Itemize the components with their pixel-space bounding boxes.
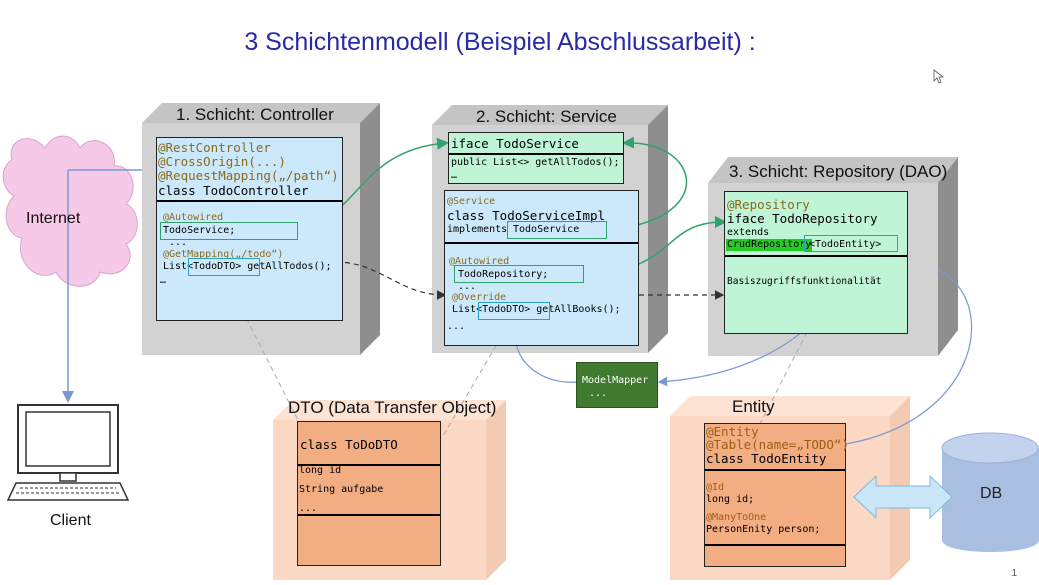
annotation-restcontroller: @RestController xyxy=(158,140,271,155)
dots: … xyxy=(451,170,458,181)
service-impl-box: @Service class TodoServiceImpl implement… xyxy=(444,190,639,346)
repository-layer-label: 3. Schicht: Repository (DAO) xyxy=(729,162,948,181)
entity-field-person: PersonEnity person; xyxy=(706,524,821,535)
service-layer-label: 2. Schicht: Service xyxy=(476,107,617,126)
highlight-dto-type xyxy=(188,258,260,276)
controller-layer-label: 1. Schicht: Controller xyxy=(176,105,334,124)
entity-field-id: long id; xyxy=(706,494,755,505)
service-field: TodoService; xyxy=(163,225,236,236)
internet-label: Internet xyxy=(26,210,81,227)
annotation-autowired: @Autowired xyxy=(163,212,224,223)
service-interface-method: public List<> getAllTodos(); xyxy=(451,157,620,168)
entity-db-arrow xyxy=(853,474,953,520)
annotation-entity: @Entity xyxy=(706,424,759,439)
service-impl-class-decl: class TodoServiceImpl xyxy=(447,208,606,223)
annotation-repository: @Repository xyxy=(727,197,810,212)
dots: … xyxy=(160,275,167,286)
dto-class-decl: class ToDoDTO xyxy=(300,437,398,452)
annotation-id: @Id xyxy=(706,482,725,493)
base-functionality: Basiszugriffsfunktionalität xyxy=(727,276,882,287)
annotation-requestmapping: @RequestMapping(„/path“) xyxy=(158,168,339,183)
annotation-override: @Override xyxy=(452,292,507,303)
repository-interface-decl: iface TodoRepository xyxy=(727,211,878,226)
modelmapper-box: ModelMapper ... xyxy=(576,362,658,408)
dots: ... xyxy=(458,281,477,292)
repository-field: TodoRepository; xyxy=(458,269,549,280)
entity-generic: <TodoEntity> xyxy=(809,239,882,250)
database-icon xyxy=(941,432,1039,552)
controller-code-box: @RestController @CrossOrigin(...) @Reque… xyxy=(156,137,343,321)
crudrepository-type: CrudRepository xyxy=(726,239,813,251)
modelmapper-name: ModelMapper xyxy=(582,375,649,386)
computer-icon xyxy=(6,404,130,501)
controller-class-decl: class TodoController xyxy=(158,183,309,198)
extends-keyword: extends xyxy=(727,227,770,238)
annotation-autowired: @Autowired xyxy=(449,256,510,267)
highlight-repository-field xyxy=(454,265,584,283)
dto-label: DTO (Data Transfer Object) xyxy=(288,398,497,417)
highlight-service-field xyxy=(160,222,298,240)
service-impl-method: List<TodoDTO> getAllBooks(); xyxy=(452,304,621,315)
dots: ... xyxy=(299,503,318,514)
dots: ... xyxy=(447,321,466,332)
annotation-service: @Service xyxy=(447,196,496,207)
dto-field-aufgabe: String aufgabe xyxy=(299,484,384,495)
annotation-crossorigin: @CrossOrigin(...) xyxy=(158,154,286,169)
client-label: Client xyxy=(50,512,91,529)
implements-target: TodoService xyxy=(513,224,580,235)
highlight-entity-generic xyxy=(804,235,898,252)
highlight-implements xyxy=(507,221,607,239)
db-label: DB xyxy=(980,485,1003,502)
entity-label: Entity xyxy=(732,397,775,416)
service-interface-box: iface TodoService public List<> getAllTo… xyxy=(448,132,624,184)
repository-code-box: @Repository iface TodoRepository extends… xyxy=(724,191,908,334)
annotation-manytoone: @ManyToOne xyxy=(706,512,767,523)
slide-title: 3 Schichtenmodell (Beispiel Abschlussarb… xyxy=(244,28,756,56)
controller-method: List<TodoDTO> getAllTodos(); xyxy=(163,261,332,272)
dots: ... xyxy=(169,237,188,248)
dots: ... xyxy=(589,388,608,399)
implements-keyword: implements xyxy=(447,224,508,235)
internet-cloud-icon xyxy=(2,135,138,287)
annotation-getmapping: @GetMapping(„/todo“) xyxy=(163,249,284,260)
mouse-cursor-icon xyxy=(933,69,945,84)
page-number: 1 xyxy=(1011,568,1017,579)
dto-field-id: long id xyxy=(299,465,342,476)
entity-class-decl: class TodoEntity xyxy=(706,451,827,466)
entity-code-box: @Entity @Table(name=„TODO“) class TodoEn… xyxy=(704,423,849,567)
annotation-table: @Table(name=„TODO“) xyxy=(706,437,849,452)
service-interface-decl: iface TodoService xyxy=(451,136,579,151)
highlight-dto-return xyxy=(478,302,550,320)
dto-code-box: class ToDoDTO long id String aufgabe ... xyxy=(297,421,441,566)
